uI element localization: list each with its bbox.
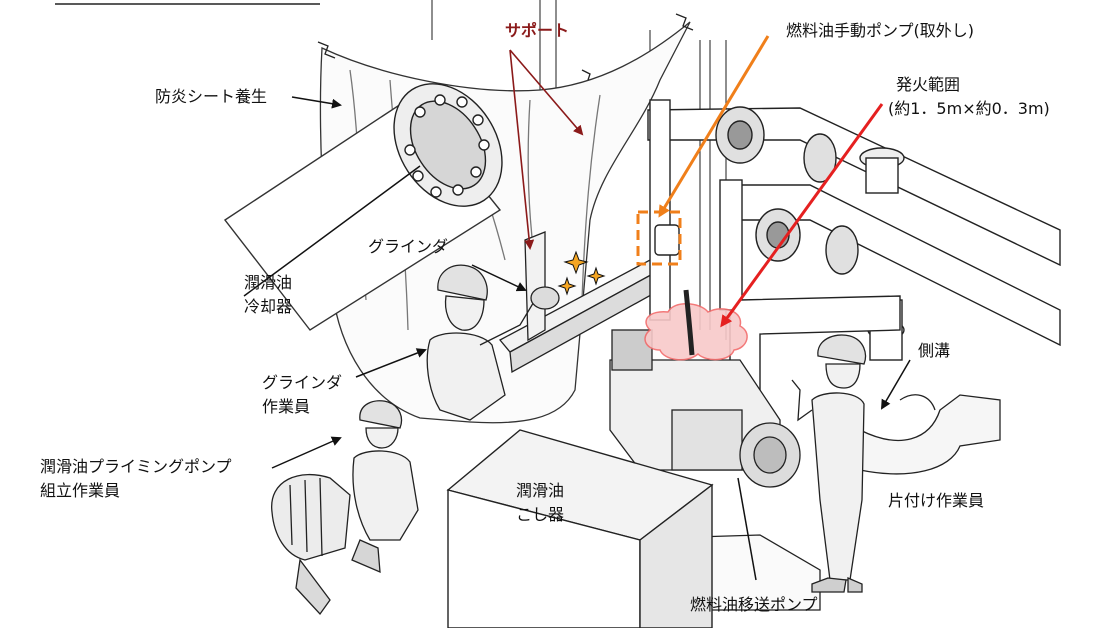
lube-strainer-box [446, 429, 714, 628]
label-cleanup-worker: 片付け作業員 [888, 491, 985, 510]
arrow-lube-cooler [243, 165, 421, 297]
piping-system [647, 99, 1061, 411]
arrow-fuel-hand-pump [658, 35, 770, 218]
arrow-support-left [509, 49, 535, 250]
label-priming-worker-line2: 組立作業員 [40, 481, 121, 500]
label-fuel-transfer-pump: 燃料油移送ポンプ [690, 595, 818, 614]
arrow-fuel-transfer-pump [737, 477, 757, 581]
grinder-worker-figure [426, 264, 560, 421]
arrow-support-right [509, 49, 584, 136]
label-grinder-worker-line1: グラインダ [262, 373, 343, 392]
arrow-ignition-range [720, 103, 884, 328]
cleanup-worker-figure [791, 334, 867, 593]
label-lube-cooler-line1: 潤滑油 [244, 273, 293, 292]
label-lube-strainer-line2: こし器 [515, 505, 564, 524]
label-side-ditch: 側溝 [918, 341, 951, 360]
label-ignition-range-title: 発火範囲 [896, 75, 961, 94]
arrow-grinder [471, 264, 527, 292]
support-beam [498, 231, 662, 374]
large-pipe [223, 83, 503, 331]
callout-arrows [243, 35, 911, 581]
label-priming-worker-line1: 潤滑油プライミングポンプ [40, 457, 232, 476]
label-lube-strainer-line1: 潤滑油 [515, 481, 564, 500]
label-support: サポート [505, 21, 570, 40]
priming-pump-drawing [271, 473, 351, 616]
arrow-side-ditch [880, 359, 911, 410]
hose [683, 289, 695, 356]
sparks [557, 250, 606, 296]
priming-worker-figure [351, 400, 419, 574]
label-ignition-range-size: (約1．5m×約0．3m) [888, 99, 1050, 118]
label-fuel-hand-pump: 燃料油手動ポンプ(取外し) [786, 21, 975, 40]
label-grinder: グラインダ [368, 237, 449, 256]
arrow-grinder-worker [355, 348, 427, 378]
label-fireproof-sheet: 防炎シート養生 [155, 87, 268, 106]
arrow-priming-worker [271, 436, 342, 469]
label-lube-cooler-line2: 冷却器 [244, 297, 293, 316]
side-ditch [859, 394, 1001, 475]
arrow-fireproof-sheet [291, 96, 342, 109]
label-grinder-worker-line2: 作業員 [262, 397, 311, 416]
